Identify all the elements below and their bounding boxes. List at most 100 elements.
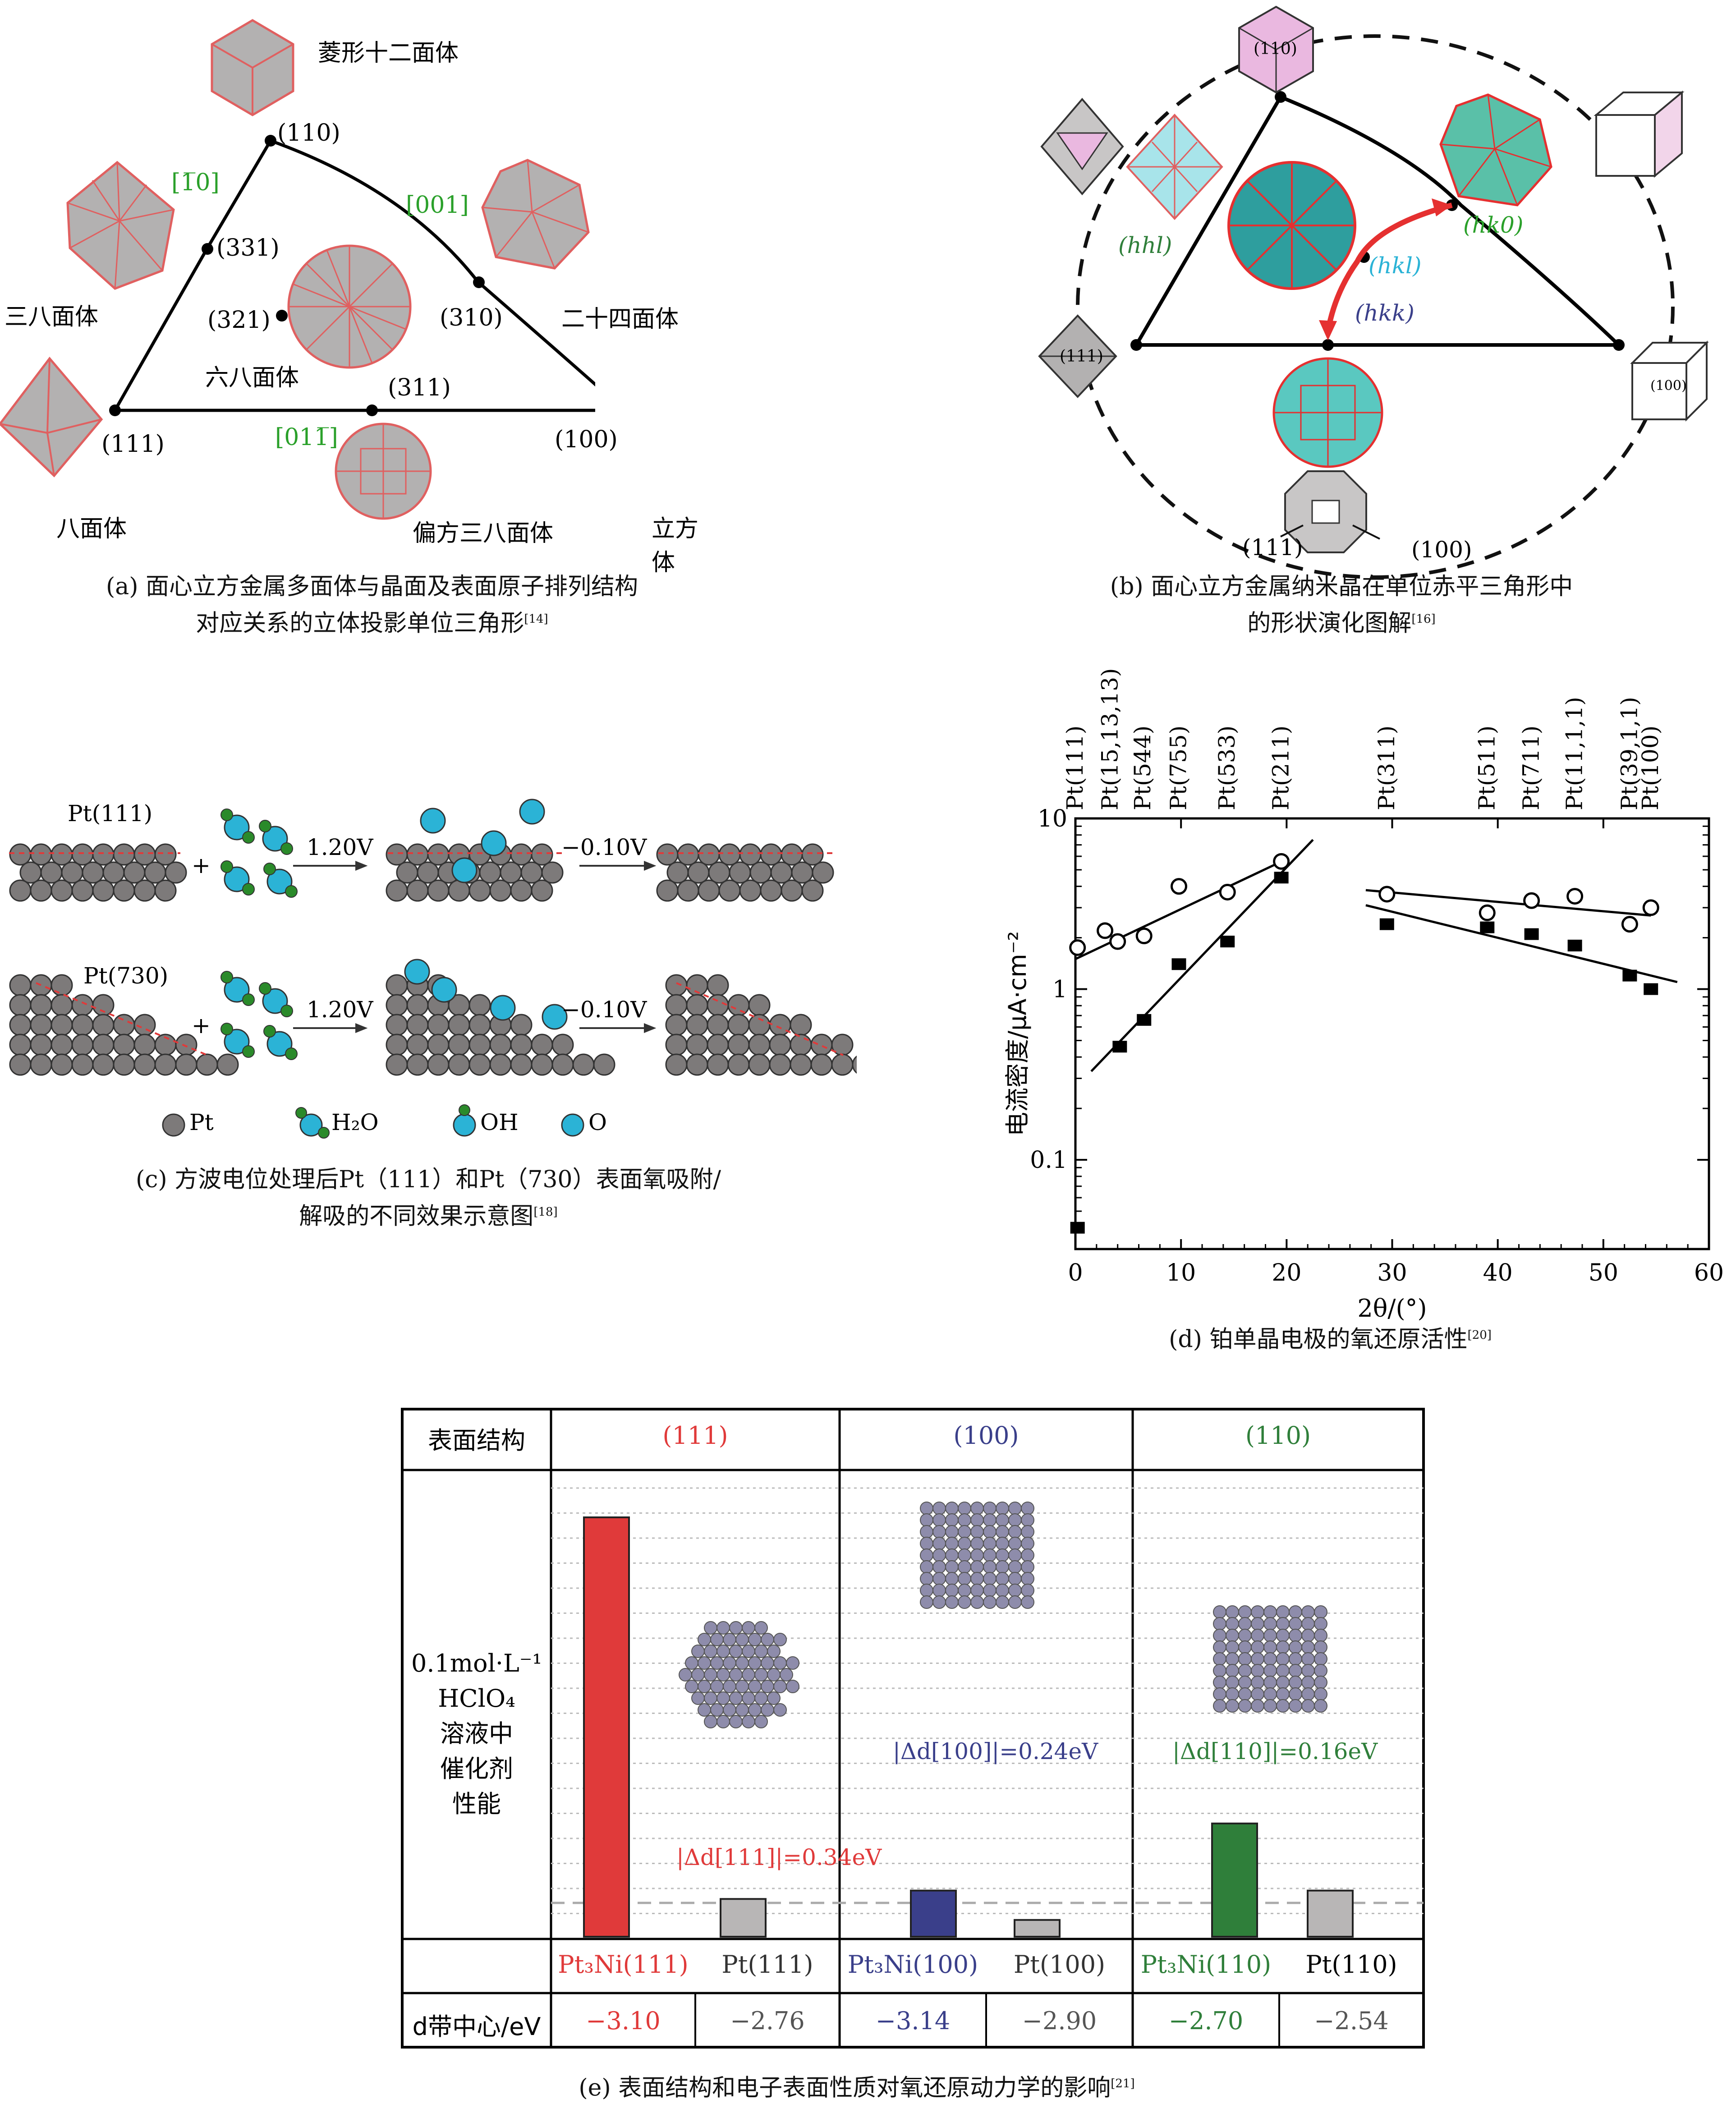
surface-atom <box>1263 1605 1277 1619</box>
data-point-circle <box>1378 886 1396 903</box>
surface-atom <box>1008 1584 1022 1597</box>
hydrogen-atom <box>242 1045 255 1058</box>
surface-atom <box>920 1572 933 1585</box>
data-point-circle <box>1621 916 1638 933</box>
surface-atom <box>983 1560 997 1574</box>
surface-atom <box>932 1572 946 1585</box>
surface-atom <box>983 1525 997 1539</box>
surface-atom <box>1314 1629 1327 1642</box>
plus-1: + <box>192 852 211 878</box>
oxygen-atom <box>262 988 288 1014</box>
data-point-square <box>1567 939 1582 951</box>
surface-atom <box>698 1656 711 1670</box>
surface-atom <box>767 1691 781 1705</box>
surface-atom <box>735 1656 749 1670</box>
surface-atom <box>1276 1676 1290 1689</box>
pt-atom <box>531 879 553 902</box>
surface-atom <box>1238 1605 1252 1619</box>
surface-atom <box>920 1560 933 1574</box>
surface-atom <box>1301 1617 1315 1631</box>
surface-atom <box>996 1572 1009 1585</box>
data-point-circle <box>1097 922 1114 939</box>
surface-atom <box>1213 1617 1226 1631</box>
data-point-circle <box>1479 904 1496 921</box>
dband-label: d带中心/eV <box>412 2012 541 2041</box>
legend-h2o: H₂O <box>331 1109 379 1135</box>
legend-o-icon <box>561 1113 584 1137</box>
surface-atom <box>716 1691 730 1705</box>
label-b-bottom-111: (111) <box>1242 534 1303 560</box>
surface-atom <box>958 1560 971 1574</box>
caption-c: (c) 方波电位处理后Pt（111）和Pt（730）表面氧吸附/ 解吸的不同效果… <box>135 1166 721 1230</box>
dband-pt3ni-100: −3.14 <box>875 2007 951 2035</box>
surface-atom <box>1238 1652 1252 1666</box>
surface-atom <box>1301 1699 1315 1713</box>
surface-atom <box>1289 1629 1302 1642</box>
bar-label-pt-100: Pt(100) <box>1013 1950 1106 1979</box>
surface-atom <box>679 1668 692 1681</box>
surface-atom <box>1213 1652 1226 1666</box>
surface-atom <box>1226 1664 1239 1677</box>
data-point-square <box>1220 936 1235 948</box>
surface-atom <box>970 1537 984 1550</box>
surface-atom <box>1314 1676 1327 1689</box>
surface-atom <box>1263 1629 1277 1642</box>
surface-atom <box>1021 1537 1034 1550</box>
plot-frame <box>1074 817 1710 1250</box>
dband-pt-100: −2.90 <box>1022 2007 1097 2035</box>
surface-atom <box>1213 1687 1226 1701</box>
fit-line <box>1075 859 1285 960</box>
surface-atom <box>932 1560 946 1574</box>
surface-atom <box>1314 1652 1327 1666</box>
surface-atom <box>1021 1560 1034 1574</box>
panel-b-labels: (110) (111) (100) (hhl) (hkl) (hk0) (hkk… <box>992 0 1736 586</box>
surface-atom <box>1276 1687 1290 1701</box>
voltage-4: −0.10V <box>561 997 647 1023</box>
surface-atom <box>932 1525 946 1539</box>
surface-atom <box>716 1645 730 1658</box>
surface-atom <box>1008 1502 1022 1515</box>
surface-atom <box>1238 1664 1252 1677</box>
crystal-face-label: Pt(311) <box>1373 726 1400 810</box>
surface-atom <box>920 1584 933 1597</box>
surface-atom <box>742 1715 755 1728</box>
surface-atom <box>945 1595 959 1609</box>
data-point-square <box>1274 872 1289 884</box>
surface-atom <box>958 1595 971 1609</box>
surface-atom <box>970 1584 984 1597</box>
surface-atom <box>996 1584 1009 1597</box>
surface-atom <box>1263 1652 1277 1666</box>
surface-atom <box>958 1525 971 1539</box>
surface-atom <box>1008 1572 1022 1585</box>
surface-atom <box>748 1680 762 1693</box>
octahedron-icon <box>0 357 103 478</box>
surface-atom <box>1021 1525 1034 1539</box>
data-point-circle <box>1642 899 1659 916</box>
data-point-square <box>1379 918 1394 930</box>
surface-atom <box>920 1537 933 1550</box>
surface-atom <box>970 1560 984 1574</box>
surface-atom <box>1021 1572 1034 1585</box>
surface-atom <box>754 1645 768 1658</box>
surface-atom <box>958 1502 971 1515</box>
surface-atom <box>1301 1605 1315 1619</box>
surface-atom <box>742 1621 755 1635</box>
surface-atom <box>1289 1699 1302 1713</box>
bar-label-pt-110: Pt(110) <box>1305 1950 1397 1979</box>
surface-atom <box>1226 1605 1239 1619</box>
hydrogen-atom <box>242 993 255 1006</box>
surface-atom <box>1314 1664 1327 1677</box>
surface-atom <box>1251 1617 1264 1631</box>
surface-atom <box>1301 1687 1315 1701</box>
surface-atom <box>932 1595 946 1609</box>
surface-atom <box>1021 1502 1034 1515</box>
table-frame <box>401 1408 1425 2049</box>
surface-atom <box>1008 1595 1022 1609</box>
surface-atom <box>1238 1699 1252 1713</box>
oxygen-atom <box>224 814 250 841</box>
surface-atom <box>1238 1629 1252 1642</box>
caption-e: (e) 表面结构和电子表面性质对氧还原动力学的影响[21] <box>579 2074 1135 2102</box>
hydrogen-atom <box>259 982 271 995</box>
bar-label-pt3ni-110: Pt₃Ni(110) <box>1140 1950 1272 1979</box>
surface-atom <box>945 1572 959 1585</box>
